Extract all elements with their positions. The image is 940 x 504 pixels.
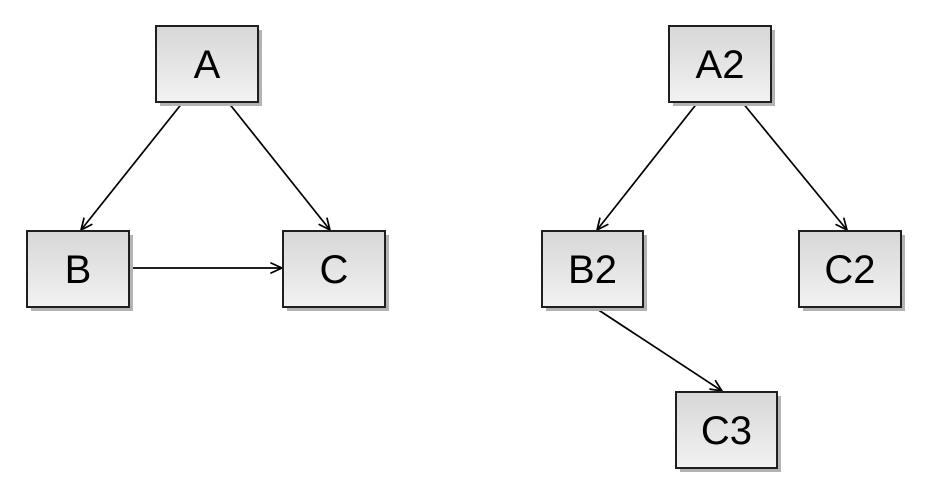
node-label: C: [320, 248, 349, 292]
node-body: [798, 230, 902, 308]
edge-A2-C2[interactable]: [741, 101, 847, 230]
node-C[interactable]: C: [282, 230, 389, 311]
node-label: C2: [824, 248, 875, 292]
left-graph-edges: [81, 101, 330, 268]
edge-B2-C3[interactable]: [593, 306, 722, 391]
node-label: A2: [696, 43, 745, 87]
left-graph-nodes: A B C: [26, 25, 389, 311]
node-body: [26, 230, 130, 308]
node-A[interactable]: A: [155, 25, 262, 106]
edge-A2-B2[interactable]: [597, 101, 699, 230]
node-label: B: [65, 248, 92, 292]
node-body: [541, 230, 644, 308]
node-body: [282, 230, 386, 308]
node-C2[interactable]: C2: [798, 230, 905, 311]
node-label: A: [194, 43, 221, 87]
node-body: [668, 25, 772, 103]
node-label: C3: [701, 409, 752, 453]
edge-A-C[interactable]: [227, 101, 330, 230]
node-A2[interactable]: A2: [668, 25, 775, 106]
node-C3[interactable]: C3: [675, 391, 781, 472]
node-body: [155, 25, 259, 103]
node-B2[interactable]: B2: [541, 230, 647, 311]
node-label: B2: [568, 248, 617, 292]
node-B[interactable]: B: [26, 230, 133, 311]
edges-layer: [81, 101, 847, 391]
right-graph-edges: [593, 101, 847, 391]
edge-A-B[interactable]: [81, 101, 184, 230]
node-body: [675, 391, 778, 469]
